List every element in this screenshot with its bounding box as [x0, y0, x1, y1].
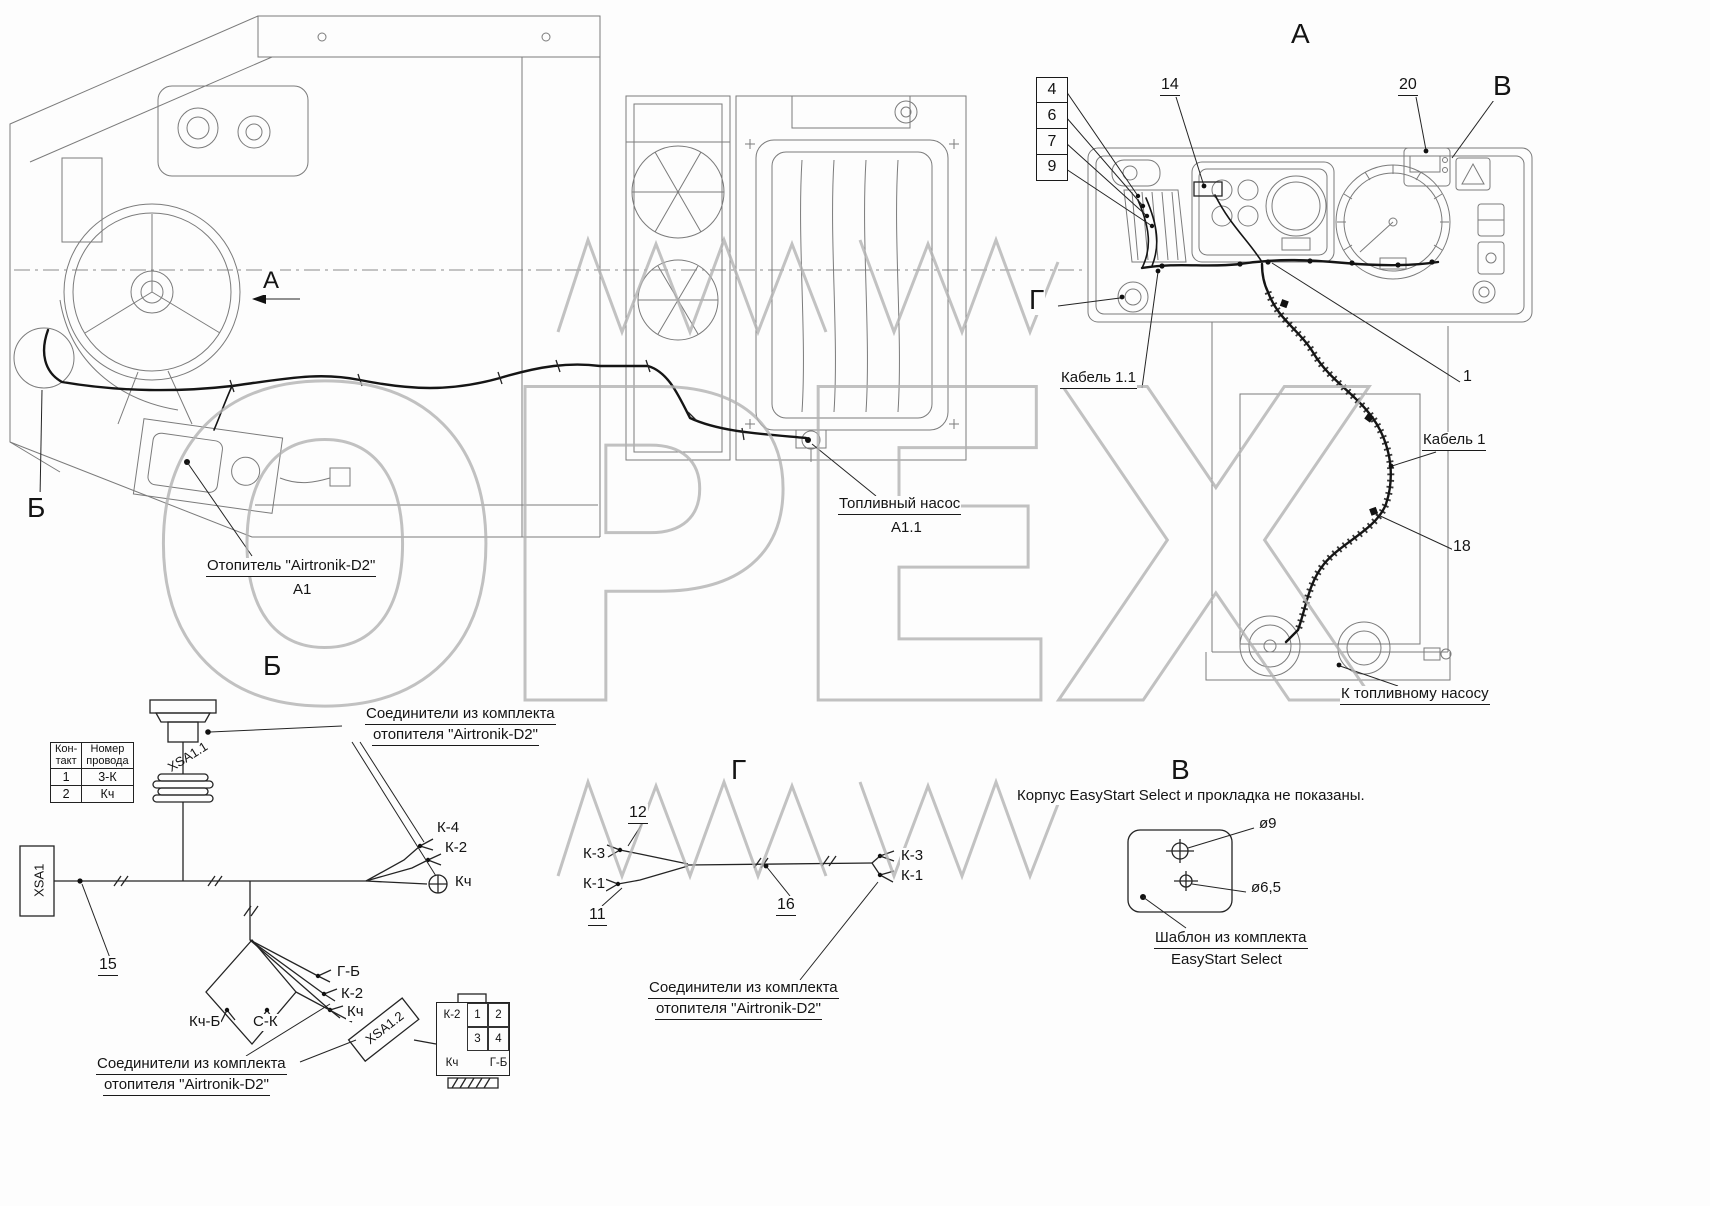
heater-label: Отопитель "Airtronik-D2"	[206, 557, 377, 577]
fuel-pump-ref: А1.1	[890, 519, 923, 537]
table-cell-contact-1: 1	[49, 768, 83, 787]
section-label-view-a: А	[1290, 18, 1311, 50]
dashboard-view	[1087, 147, 1533, 323]
pinblock-empty	[437, 1027, 467, 1051]
easystart-note: Корпус EasyStart Select и прокладка не п…	[1016, 787, 1366, 805]
pinblock-pin1: 1	[467, 1003, 488, 1027]
g-right-k3-label: К-3	[900, 847, 925, 865]
wire-k4-label: К-4	[436, 819, 461, 837]
section-label-view-v: В	[1492, 70, 1513, 102]
easystart-display	[1403, 147, 1451, 187]
callout-4: 4	[1036, 76, 1068, 104]
callout-leaders-left	[39, 294, 877, 557]
wire-gb-label: Г-Б	[336, 963, 361, 981]
detail-v-drawing	[1127, 829, 1233, 913]
wire-sk-label: С-К	[252, 1013, 279, 1031]
cable-1-label: Кабель 1	[1422, 431, 1487, 451]
template-plate	[1127, 829, 1233, 913]
callout-14: 14	[1160, 76, 1180, 96]
callout-18: 18	[1452, 538, 1472, 556]
detail-g-title: Г	[730, 754, 748, 786]
panel-harness	[1137, 181, 1440, 270]
wire-kch-ring-label: Кч	[454, 873, 473, 891]
kit-label-bottom-line2: отопителя "Airtronik-D2"	[103, 1076, 270, 1096]
detail-g-leaders	[601, 823, 879, 981]
kit-label-mid-line2: отопителя "Airtronik-D2"	[655, 1000, 822, 1020]
pinblock-pin4: 4	[488, 1027, 509, 1051]
callout-1: 1	[1462, 368, 1473, 386]
cable-1-run	[1260, 262, 1395, 644]
dia9-label: ø9	[1258, 815, 1278, 833]
table-header-contact: Кон- такт	[49, 741, 83, 770]
heater-ref: А1	[292, 581, 313, 599]
callout-leaders-dashboard	[1057, 90, 1495, 687]
console-and-tank-view	[1205, 322, 1452, 681]
detail-v-title: В	[1170, 754, 1191, 786]
callout-11: 11	[588, 906, 607, 926]
wire-kch-mid-label: Кч	[346, 1003, 365, 1021]
table-header-row: Кон- такт Номер провода	[49, 741, 134, 770]
fuel-pump-label: Топливный насос	[838, 495, 962, 515]
callout-7: 7	[1036, 128, 1068, 156]
cable-clamps	[229, 359, 745, 441]
kit-label-top-line1: Соединители из комплекта	[365, 705, 556, 725]
table-row: 2 Кч	[49, 785, 134, 804]
detail-v-leaders	[1142, 827, 1255, 929]
kit-label-top-line2: отопителя "Airtronik-D2"	[372, 726, 539, 746]
table-cell-wire-2: Кч	[81, 785, 134, 804]
callout-20: 20	[1398, 76, 1418, 96]
callout-6: 6	[1036, 102, 1068, 130]
section-label-view-g: Г	[1028, 284, 1046, 316]
g-left-k1-label: К-1	[582, 875, 607, 893]
table-cell-wire-1: 3-К	[81, 768, 134, 787]
callout-16: 16	[776, 896, 796, 916]
contact-wire-table: Кон- такт Номер провода 1 3-К 2 Кч	[49, 741, 134, 804]
to-fuel-pump-label: К топливному насосу	[1340, 685, 1490, 705]
g-right-k1-label: К-1	[900, 867, 925, 885]
callout-box-stack: 4 6 7 9	[1036, 76, 1068, 181]
table-cell-contact-2: 2	[49, 785, 83, 804]
cable-1-1-label: Кабель 1.1	[1060, 369, 1137, 389]
zone-label-b: Б	[26, 492, 47, 524]
engine-fan-view	[625, 95, 731, 461]
wire-k2-top-label: К-2	[444, 839, 469, 857]
wire-k2-mid-label: К-2	[340, 985, 365, 1003]
watermark: ОРЕХ	[141, 235, 1403, 881]
detail-b-title: Б	[262, 650, 283, 682]
pinblock-k2: К-2	[443, 1009, 461, 1021]
xsa1-2-label-box	[347, 997, 420, 1063]
xsa1-label: XSA1	[31, 863, 47, 897]
pinblock-gb: Г-Б	[489, 1057, 508, 1069]
kit-label-mid-line1: Соединители из комплекта	[648, 979, 839, 999]
xsa1-2-pinblock: К-2 1 2 3 4 Кч Г-Б	[436, 1002, 510, 1076]
g-left-k3-label: К-3	[582, 845, 607, 863]
pinblock-empty	[467, 1051, 488, 1075]
pinblock-kch: Кч	[445, 1057, 459, 1069]
detail-b-leaders	[81, 725, 437, 1063]
connector-14-shape	[1193, 181, 1223, 197]
heater-cable-run	[42, 328, 811, 443]
table-header-wire: Номер провода	[81, 741, 134, 770]
detail-g-drawing	[604, 844, 895, 892]
callout-9: 9	[1036, 153, 1068, 181]
pinblock-pin2: 2	[488, 1003, 509, 1027]
radiator-view	[735, 95, 967, 462]
kit-label-bottom-line1: Соединители из комплекта	[96, 1055, 287, 1075]
table-row: 1 3-К	[49, 768, 134, 787]
cab-view	[9, 15, 601, 538]
template-label-line1: Шаблон из комплекта	[1154, 929, 1308, 949]
view-direction-a-label: А	[262, 267, 281, 295]
callout-12: 12	[628, 804, 648, 824]
template-label-line2: EasyStart Select	[1170, 951, 1283, 969]
watermark-text: ОРЕХ	[142, 302, 1380, 802]
pinblock-pin3: 3	[467, 1027, 488, 1051]
view-a-arrow	[252, 294, 266, 304]
callout-15: 15	[98, 956, 118, 976]
wire-kchb-label: Кч-Б	[188, 1013, 222, 1031]
dia65-label: ø6,5	[1250, 879, 1283, 897]
